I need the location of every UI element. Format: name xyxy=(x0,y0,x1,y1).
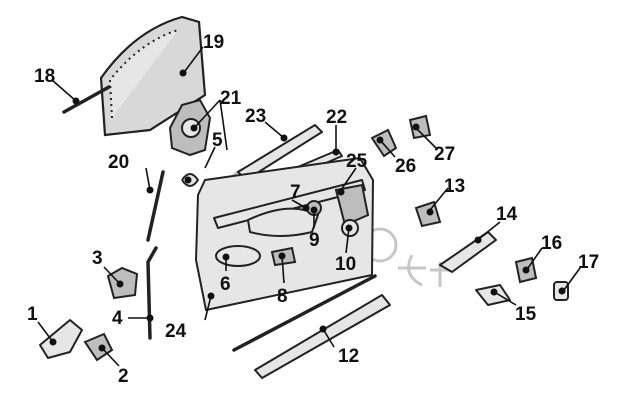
rear-run-channel xyxy=(146,170,165,242)
callout-26: 26 xyxy=(395,156,416,177)
door-sill-strip xyxy=(254,294,391,379)
callout-20: 20 xyxy=(108,152,129,173)
callout-22: 22 xyxy=(326,107,347,128)
callout-9: 9 xyxy=(309,230,320,251)
callout-21: 21 xyxy=(220,88,242,109)
hinge-pin-bracket xyxy=(83,332,114,362)
callout-2: 2 xyxy=(118,366,129,387)
callout-24: 24 xyxy=(165,321,187,342)
callout-13: 13 xyxy=(444,176,465,197)
door-check-link xyxy=(439,231,497,273)
callout-17: 17 xyxy=(578,252,599,273)
leader-dots xyxy=(49,69,566,352)
door-bumper xyxy=(408,114,432,140)
latch-rod xyxy=(146,246,158,340)
callout-27: 27 xyxy=(434,144,455,165)
callout-18: 18 xyxy=(34,66,55,87)
callout-1: 1 xyxy=(27,304,38,325)
panel-armrest xyxy=(213,179,366,229)
callout-8: 8 xyxy=(277,286,288,307)
callout-3: 3 xyxy=(92,248,103,269)
door-lock-actuator xyxy=(334,183,370,227)
callout-23: 23 xyxy=(245,106,266,127)
lower-hinge xyxy=(39,319,83,359)
panel-pocket xyxy=(215,245,261,267)
callout-5: 5 xyxy=(212,130,223,151)
glass-reflection xyxy=(109,29,179,119)
callout-16: 16 xyxy=(541,233,562,254)
callout-25: 25 xyxy=(346,151,368,172)
panel-handle-recess xyxy=(247,207,319,237)
callout-4: 4 xyxy=(112,308,123,329)
door-glass xyxy=(99,15,207,137)
callout-12: 12 xyxy=(338,346,359,367)
callout-7: 7 xyxy=(290,182,301,203)
callout-14: 14 xyxy=(496,204,518,225)
outer-weatherstrip xyxy=(62,85,111,114)
lower-weatherseal xyxy=(232,274,377,352)
callout-19: 19 xyxy=(203,32,224,53)
leader-lines xyxy=(37,46,581,367)
callout-6: 6 xyxy=(220,274,231,295)
callout-15: 15 xyxy=(515,304,537,325)
door-striker xyxy=(370,128,398,158)
callout-10: 10 xyxy=(335,254,356,275)
